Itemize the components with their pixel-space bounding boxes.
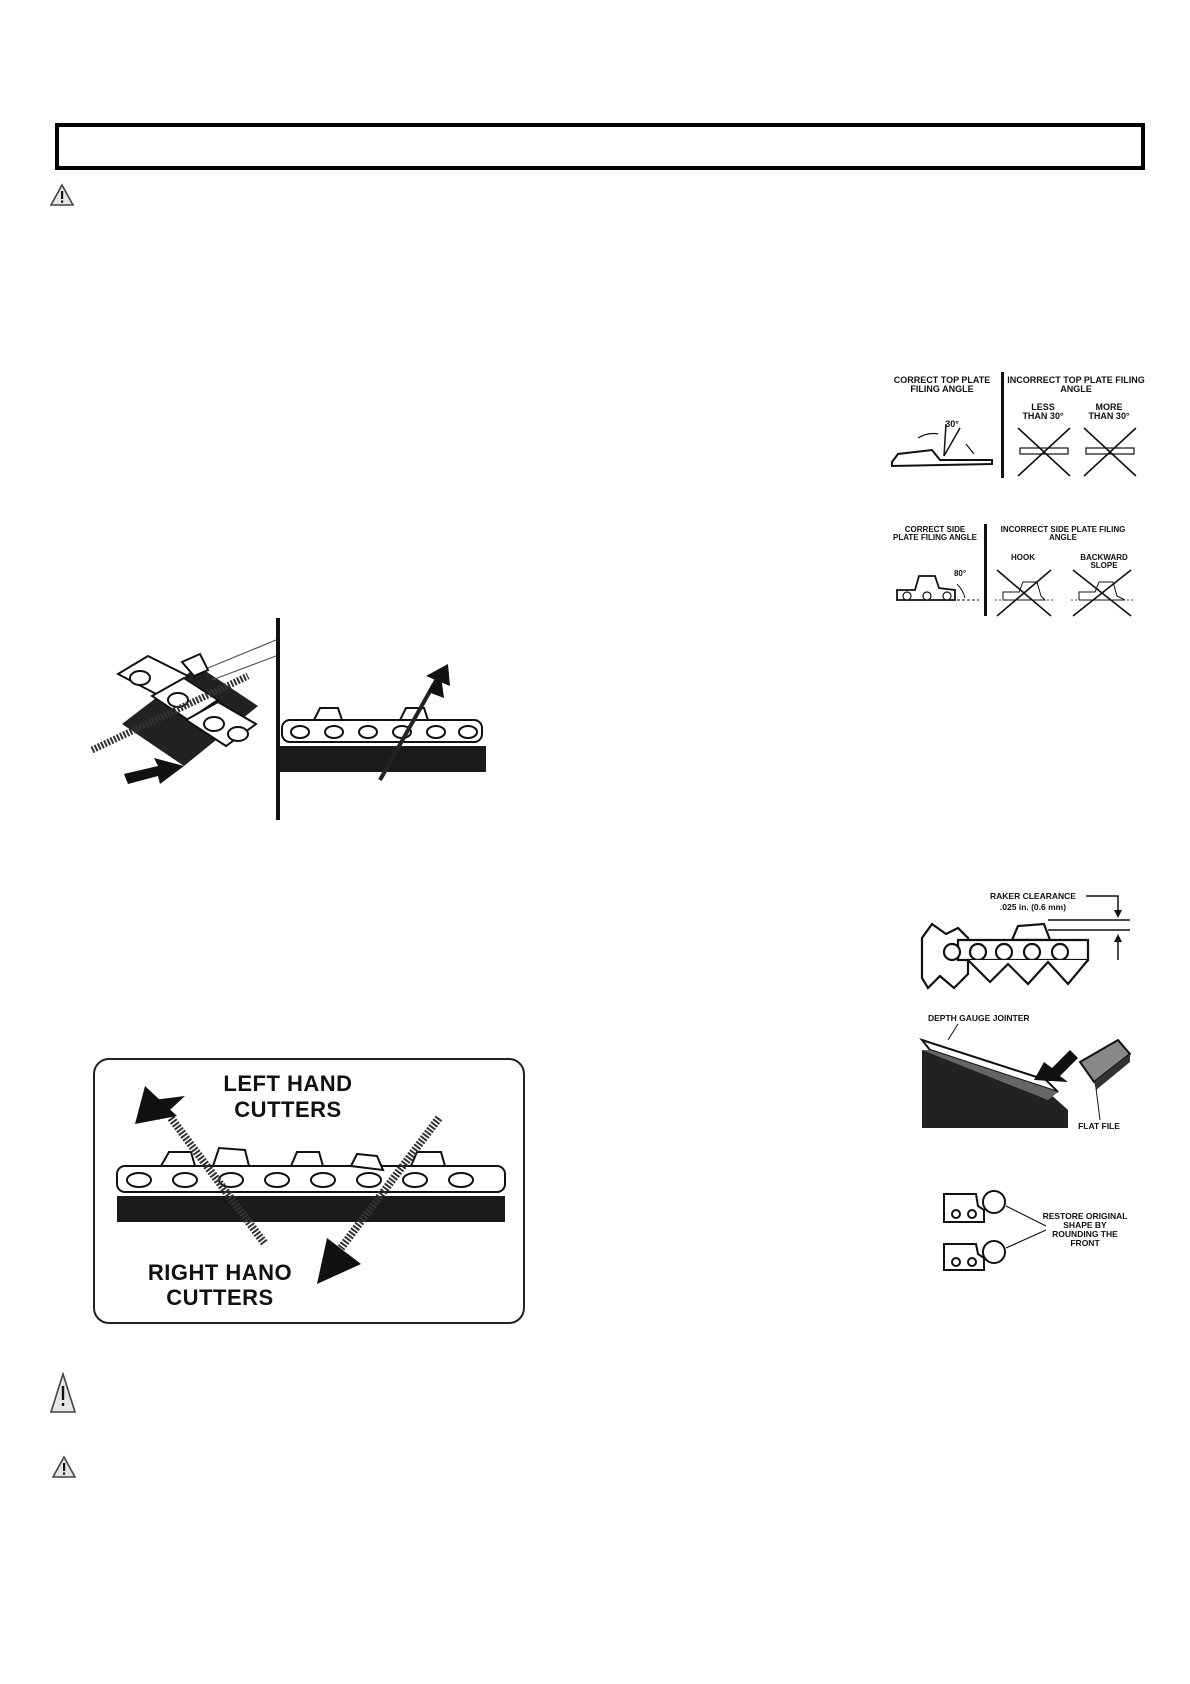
divider xyxy=(1001,372,1004,478)
divider xyxy=(984,524,987,616)
more-than-30-drawing xyxy=(1083,427,1137,477)
backward-slope-label: BACKWARD SLOPE xyxy=(1080,553,1128,571)
raker-clearance-label: RAKER CLEARANCE xyxy=(990,891,1076,901)
raker-clearance-drawing xyxy=(920,895,1130,990)
raker-clearance-value: .025 in. (0.6 mm) xyxy=(999,902,1067,912)
top-plate-angle-figure: CORRECT TOP PLATE FILING ANGLE INCORRECT… xyxy=(888,370,1188,480)
less-than-label: LESS THAN 30° xyxy=(1022,402,1064,422)
left-hand-cutters-line2: CUTTERS xyxy=(234,1097,342,1122)
cutters-figure: LEFT HAND CUTTERS RIGHT HANO CUTTERS xyxy=(93,1058,525,1324)
warning-icon xyxy=(49,183,75,206)
incorrect-side-plate-label: INCORRECT SIDE PLATE FILING ANGLE xyxy=(1000,525,1126,543)
restore-shape-figure: RESTORE ORIGINAL SHAPE BY ROUNDING THE F… xyxy=(940,1182,1140,1272)
warning-icon xyxy=(49,1372,77,1413)
less-than-30-drawing xyxy=(1017,427,1071,477)
cutters-drawing xyxy=(116,1086,506,1284)
incorrect-top-plate-label: INCORRECT TOP PLATE FILING ANGLE xyxy=(1007,375,1145,395)
depth-gauge-jointer-figure: DEPTH GAUGE JOINTER FLAT FILE xyxy=(918,1010,1138,1138)
side-plate-angle-figure: CORRECT SIDE PLATE FILING ANGLE INCORREC… xyxy=(893,520,1183,620)
section-title-box xyxy=(55,123,1145,170)
filing-direction-figure xyxy=(90,618,486,820)
correct-side-plate-label: CORRECT SIDE PLATE FILING ANGLE xyxy=(893,525,977,543)
restore-shape-drawing xyxy=(943,1190,1047,1271)
more-than-label: MORE THAN 30° xyxy=(1088,402,1130,422)
hook-label: HOOK xyxy=(1011,553,1035,562)
flat-file-label: FLAT FILE xyxy=(1078,1121,1120,1131)
restore-shape-label: RESTORE ORIGINAL SHAPE BY ROUNDING THE F… xyxy=(1042,1211,1128,1248)
right-hand-cutters-line1: RIGHT HANO xyxy=(147,1260,293,1285)
right-hand-cutters-line2: CUTTERS xyxy=(166,1285,274,1310)
hook-drawing xyxy=(995,569,1053,617)
warning-icon xyxy=(51,1455,77,1478)
left-hand-cutters-line1: LEFT HAND xyxy=(223,1071,353,1096)
depth-gauge-jointer-label: DEPTH GAUGE JOINTER xyxy=(928,1013,1030,1023)
correct-top-plate-drawing xyxy=(891,423,993,468)
backward-slope-drawing xyxy=(1071,569,1133,617)
correct-side-plate-drawing xyxy=(896,575,979,601)
depth-gauge-jointer-drawing xyxy=(919,1023,1132,1128)
angle-30-label: 30° xyxy=(945,419,959,429)
correct-top-plate-label: CORRECT TOP PLATE FILING ANGLE xyxy=(893,375,991,395)
angle-80-label: 80° xyxy=(953,569,967,578)
raker-clearance-figure: RAKER CLEARANCE .025 in. (0.6 mm) xyxy=(918,888,1138,998)
